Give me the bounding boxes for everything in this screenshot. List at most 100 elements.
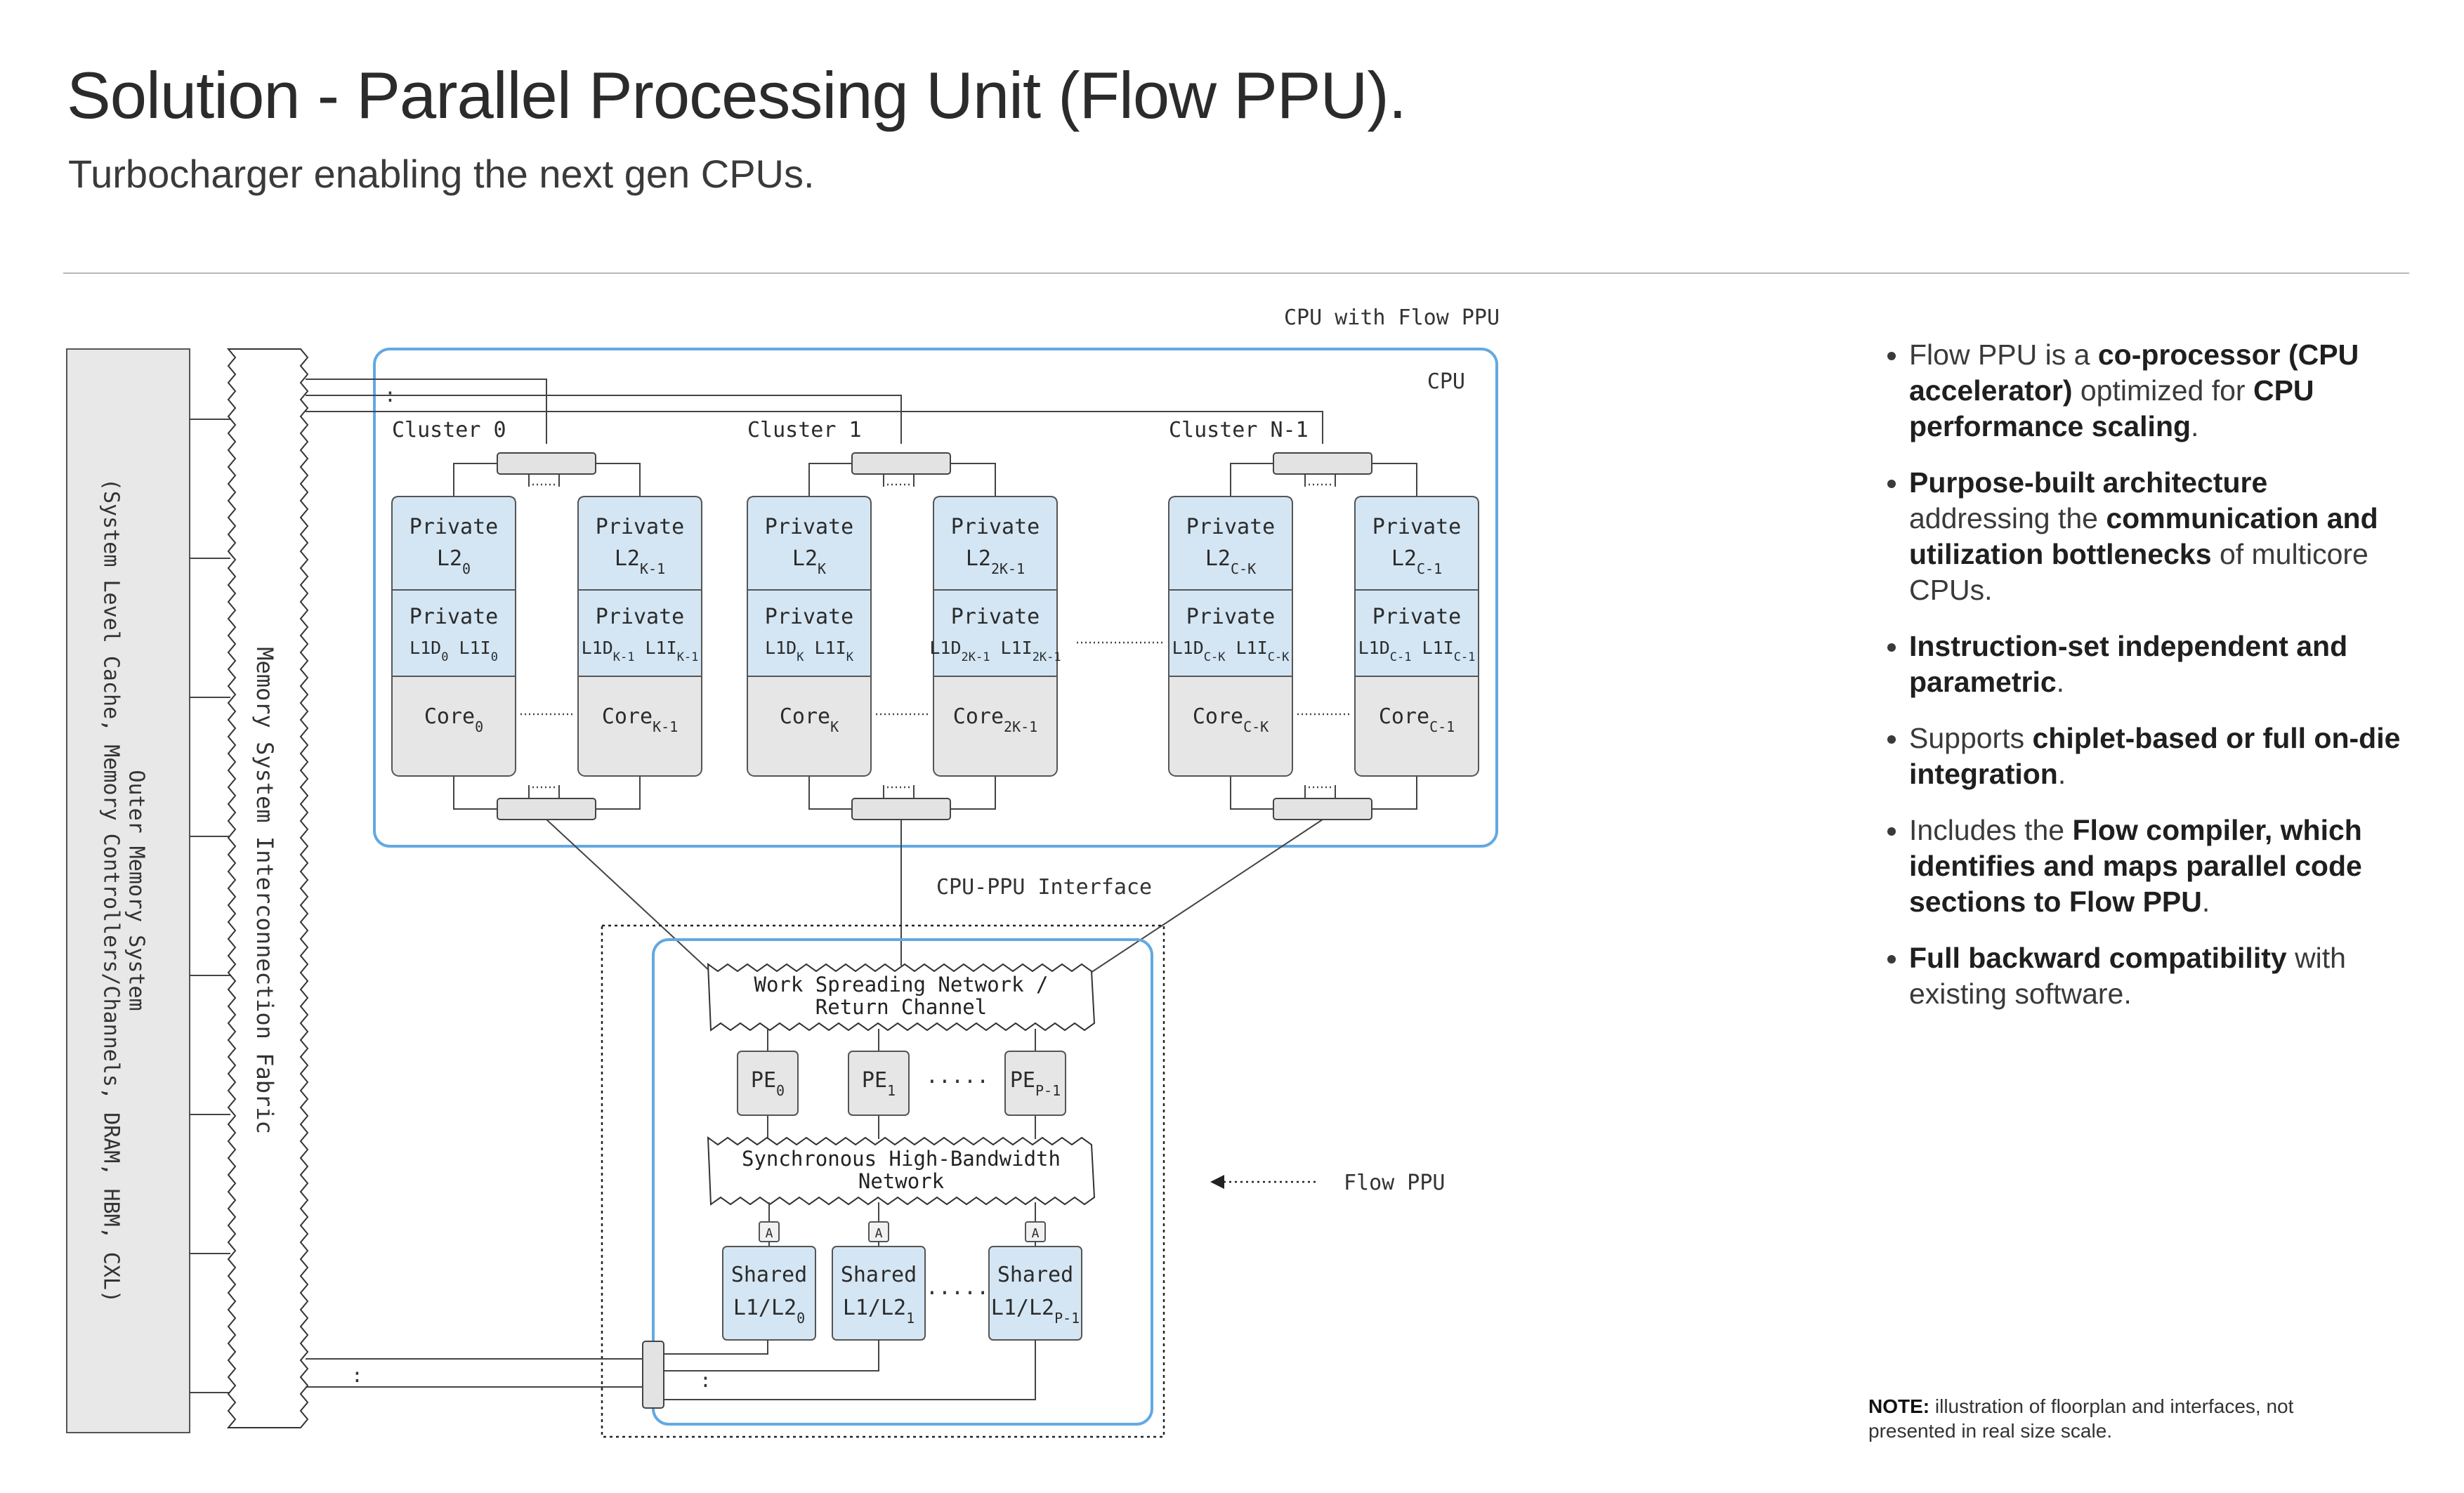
pe-ellipsis: ..... — [926, 1064, 989, 1088]
feature-text: addressing the — [1909, 502, 2106, 534]
shbn-label-line1: Synchronous High-Bandwidth — [742, 1147, 1061, 1171]
private-l1-name: L1DC-1 L1IC-1 — [1358, 638, 1476, 664]
outer-memory-system: Outer Memory System (System Level Cache,… — [66, 348, 190, 1433]
shared-cache-title: Shared — [997, 1263, 1073, 1287]
private-l2-title: Private — [1186, 515, 1275, 539]
cluster-2-bottom-switch — [1273, 798, 1372, 820]
shared-cache-name: L1/L2P-1 — [991, 1296, 1080, 1327]
work-spreading-network: Work Spreading Network / Return Channel — [707, 962, 1096, 1032]
sync-high-bandwidth-network: Synchronous High-Bandwidth Network — [707, 1136, 1096, 1206]
private-l2-title: Private — [596, 515, 684, 539]
feature-text: communication and utilization bottleneck… — [1909, 502, 2378, 570]
cpu-boundary — [373, 348, 1498, 848]
ppu-bus-ellipsis-left: : — [351, 1364, 363, 1387]
fabric-label: Memory System Interconnection Fabric — [251, 647, 278, 1134]
footnote: NOTE: illustration of floorplan and inte… — [1868, 1394, 2360, 1443]
private-l1-title: Private — [1186, 605, 1275, 629]
cpu-ppu-interface-lines — [546, 819, 1323, 973]
private-l2-cell — [1168, 496, 1293, 591]
footnote-text: illustration of floorplan and interfaces… — [1868, 1395, 2294, 1442]
outer-memory-detail: (System Level Cache, Memory Controllers/… — [99, 478, 124, 1303]
private-l1-title: Private — [951, 605, 1040, 629]
pe-name: PE0 — [751, 1068, 785, 1099]
arbiter-label: A — [766, 1226, 773, 1241]
private-l2-title: Private — [409, 515, 498, 539]
private-l1-name: L1DK-1 L1IK-1 — [582, 638, 699, 664]
feature-text: . — [2057, 758, 2066, 790]
private-l1-cell — [933, 589, 1058, 677]
shared-cache-title: Shared — [841, 1263, 917, 1287]
private-l1-title: Private — [596, 605, 684, 629]
cluster-0-top-stub — [528, 474, 560, 487]
private-l1-cell — [1168, 589, 1293, 677]
header-divider — [63, 272, 2409, 274]
shared-cache-name: L1/L21 — [843, 1296, 915, 1327]
private-l1-title: Private — [1372, 605, 1461, 629]
core-name: Core0 — [424, 704, 483, 735]
cluster-2-name: Cluster N-1 — [1169, 418, 1309, 442]
private-l1-name: L1D2K-1 L1I2K-1 — [929, 638, 1061, 664]
page-subtitle: Turbocharger enabling the next gen CPUs. — [68, 152, 815, 196]
cluster-1-top-switch — [851, 452, 951, 475]
feature-text: of multicore CPUs. — [1909, 538, 2368, 606]
cluster-0-bottom-stub — [528, 785, 560, 798]
fabric-cluster-bus — [306, 379, 1323, 444]
cluster-0-links — [453, 463, 641, 810]
cluster-1-bottom-stub — [883, 785, 915, 798]
feature-text: Flow compiler, which identifies and maps… — [1909, 814, 2362, 918]
pe-2: PEP-1 — [1004, 1029, 1066, 1139]
feature-text: Purpose-built architecture — [1909, 466, 2268, 499]
footnote-label: NOTE: — [1868, 1395, 1930, 1417]
core-name: CoreC-K — [1193, 704, 1269, 735]
feature-item-5: Full backward compatibility with existin… — [1909, 940, 2415, 1012]
pe-1: PE1 — [848, 1029, 910, 1139]
shared-cache-box — [722, 1246, 816, 1341]
cpu-with-ppu-label: CPU with Flow PPU — [1284, 305, 1500, 330]
memory-fabric-links — [190, 419, 230, 1393]
cluster-1-name: Cluster 1 — [747, 418, 862, 442]
private-l1-cell — [1354, 589, 1479, 677]
cluster-2-links — [1230, 463, 1417, 810]
wsn-label-line2: Return Channel — [815, 995, 987, 1019]
private-l1-name: L1DK L1IK — [765, 638, 854, 664]
processing-elements: PE0 PE1 PEP-1 — [737, 1029, 1066, 1139]
private-l2-name: L2C-1 — [1391, 546, 1442, 577]
private-l1-cell — [391, 589, 516, 677]
core-name: CoreK-1 — [602, 704, 678, 735]
ppu-fabric-bus — [306, 1340, 1036, 1400]
shared-caches: ASharedL1/L20ASharedL1/L21ASharedL1/L2P-… — [722, 1202, 1082, 1341]
cluster-1-bottom-switch — [851, 798, 951, 820]
flow-ppu-integration-boundary — [601, 924, 1165, 1438]
feature-text: Flow PPU is a — [1909, 338, 2098, 371]
feature-text: Full backward compatibility — [1909, 942, 2287, 974]
private-l1-name: L1D0 L1I0 — [409, 638, 498, 664]
arbiter-label: A — [1032, 1226, 1040, 1241]
shbn-label-line2: Network — [858, 1169, 945, 1193]
private-l2-name: L2K — [792, 546, 826, 577]
page-title: Solution - Parallel Processing Unit (Flo… — [67, 58, 1407, 132]
cluster-1-links — [808, 463, 996, 810]
feature-text: . — [2191, 410, 2199, 442]
feature-text: co-processor (CPU accelerator) — [1909, 338, 2359, 407]
fabric-bus-ellipsis: : — [384, 383, 396, 407]
cluster-0-name: Cluster 0 — [392, 418, 506, 442]
pe-box — [1004, 1051, 1066, 1116]
private-l1-title: Private — [409, 605, 498, 629]
private-l2-title: Private — [951, 515, 1040, 539]
feature-text: . — [2056, 666, 2065, 698]
cluster-2-top-stub — [1304, 474, 1336, 487]
feature-text: chiplet-based or full on-die integration — [1909, 722, 2401, 790]
private-l2-cell — [747, 496, 872, 591]
outer-memory-title: Outer Memory System — [124, 770, 149, 1011]
cpu-label: CPU — [1427, 369, 1465, 394]
feature-item-0: Flow PPU is a co-processor (CPU accelera… — [1909, 337, 2415, 445]
pe-0: PE0 — [737, 1029, 799, 1139]
